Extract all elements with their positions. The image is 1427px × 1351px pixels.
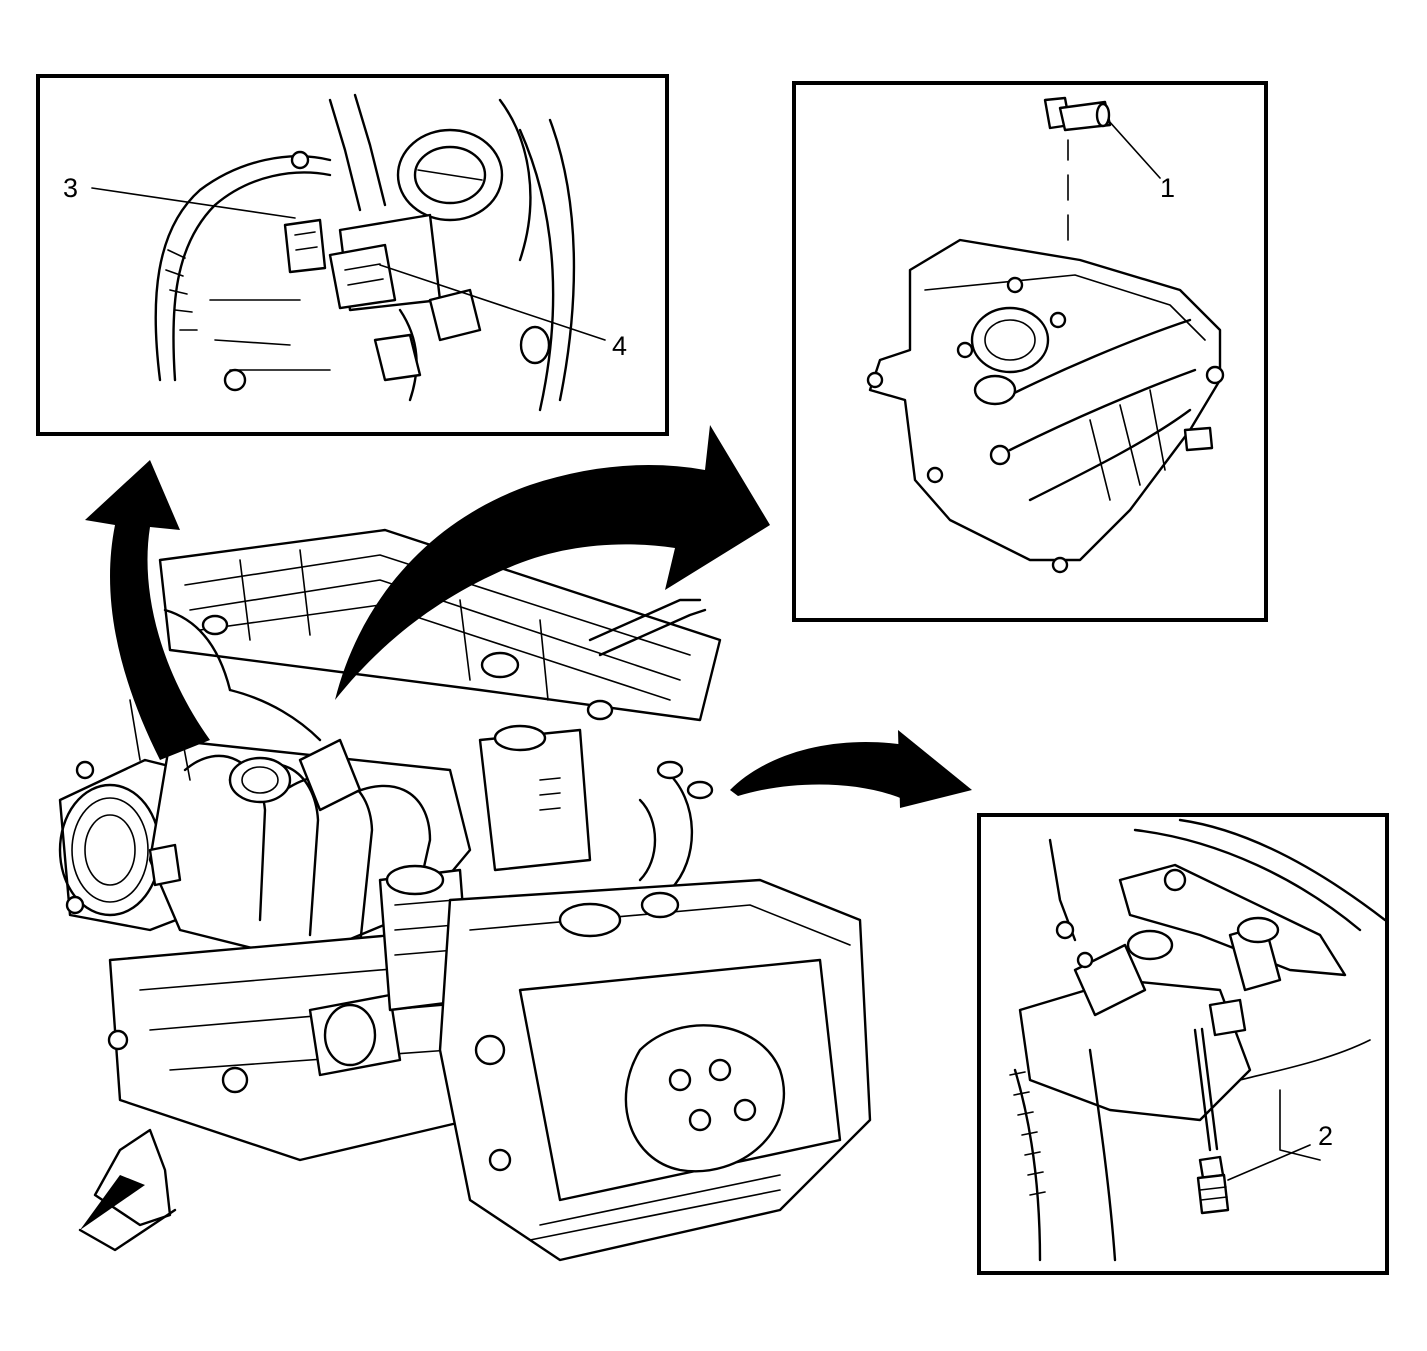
engine-block — [107, 928, 472, 1162]
wiring-harness — [129, 608, 322, 887]
front-direction-arrow-icon — [78, 1128, 177, 1252]
callout-1: 1 — [1160, 173, 1175, 203]
curved-arrow-icon — [335, 425, 770, 700]
inset-coolant-sensor: 2 — [977, 813, 1389, 1275]
callout-2: 2 — [1318, 1121, 1333, 1151]
valve-cover — [158, 528, 722, 722]
callout-3: 3 — [63, 173, 78, 203]
curved-arrow-icon — [85, 460, 210, 760]
transaxle — [438, 878, 872, 1262]
engine-assembly — [58, 528, 872, 1262]
inset-intake-manifold: 1 — [792, 81, 1268, 622]
coolant-hoses — [588, 598, 714, 892]
curved-arrow-icon — [730, 730, 972, 808]
callout-4: 4 — [612, 331, 627, 361]
inset-throttle-area: 3 4 — [36, 74, 669, 436]
coolant-module — [478, 724, 592, 872]
